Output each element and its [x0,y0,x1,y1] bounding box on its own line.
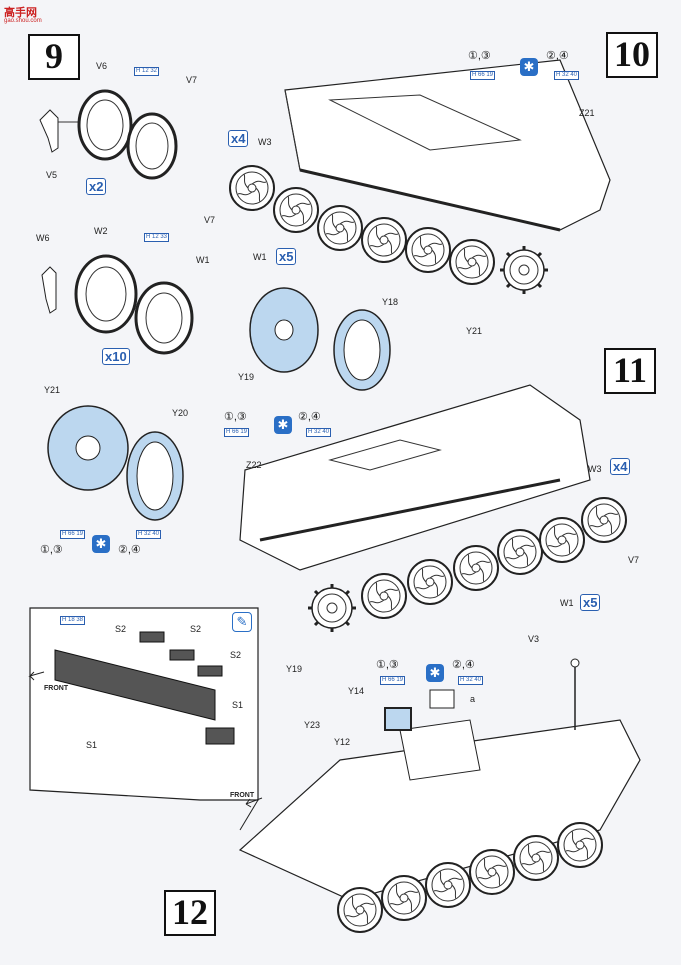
part-label: V7 [204,215,216,225]
cement-icon: ✱ [426,664,444,682]
part-label: V6 [96,61,108,71]
color-chip: H 12 33 [144,233,170,242]
part-label: S1 [232,700,244,710]
part-label: Y14 [348,686,365,696]
paint-callout-left: ①,③ [224,411,247,423]
paint-callout-right: ②,④ [118,544,141,556]
step-12-number: 12 [164,890,216,936]
cement-icon: ✱ [274,416,292,434]
color-chip: H 66 19 [224,428,250,437]
multiplier-badge: x2 [86,178,107,195]
color-chip: H 32 40 [136,530,162,539]
part-label: V7 [628,555,640,565]
step9-drawing [39,89,194,521]
cement-icon: ✱ [520,58,538,76]
part-label: Y21 [466,326,483,336]
part-label: S1 [86,740,98,750]
part-label: S2 [230,650,242,660]
step12-inset [29,607,259,831]
part-label: W1 [560,598,574,608]
part-label: Z21 [579,108,595,118]
part-label: W6 [36,233,50,243]
paint-callout-right: ②,④ [452,659,475,671]
color-chip: H 66 19 [470,71,496,80]
part-label: V5 [46,170,58,180]
multiplier-badge: x4 [228,130,249,147]
part-label: W1 [196,255,210,265]
color-chip: H 32 40 [306,428,332,437]
step-11-number: 11 [604,348,656,394]
step12-drawing [28,658,641,933]
part-label: S2 [115,624,127,634]
part-label: Y23 [304,720,321,730]
color-chip: H 12 32 [134,67,160,76]
step-9-number: 9 [28,34,80,80]
front-direction-label: FRONT [44,685,69,692]
multiplier-badge: x5 [276,248,297,265]
part-label: Y18 [382,297,399,307]
part-label: Y20 [172,408,189,418]
watermark-url: gao.shou.com [4,18,42,24]
part-label: S2 [190,624,202,634]
watermark-logo: 高手网 [4,7,37,19]
part-label: V7 [186,75,198,85]
paint-brush-icon: ✎ [232,612,252,632]
part-label: W3 [258,137,272,147]
color-chip: H 32 40 [554,71,580,80]
color-chip: H 18 38 [60,616,86,625]
color-chip: H 32 40 [458,676,484,685]
step10-drawing [229,59,611,296]
multiplier-badge: x10 [102,348,130,365]
multiplier-badge: x5 [580,594,601,611]
step11-drawing [239,384,627,634]
part-label: Y12 [334,737,351,747]
part-label: W3 [588,464,602,474]
part-label: Y19 [286,664,303,674]
part-label: V3 [528,634,540,644]
paint-callout-right: ②,④ [298,411,321,423]
part-label: a [470,694,476,704]
sprocket-detail [249,287,391,391]
part-label: Y21 [44,385,61,395]
part-label: Y19 [238,372,255,382]
part-label: W1 [253,252,267,262]
paint-callout-left: ①,③ [468,50,491,62]
part-label: W2 [94,226,108,236]
paint-callout-left: ①,③ [40,544,63,556]
multiplier-badge: x4 [610,458,631,475]
part-label: Z22 [246,460,262,470]
color-chip: H 66 19 [380,676,406,685]
cement-icon: ✱ [92,535,110,553]
paint-callout-right: ②,④ [546,50,569,62]
front-direction-label: FRONT [230,792,255,799]
paint-callout-left: ①,③ [376,659,399,671]
step-10-number: 10 [606,32,658,78]
color-chip: H 66 19 [60,530,86,539]
